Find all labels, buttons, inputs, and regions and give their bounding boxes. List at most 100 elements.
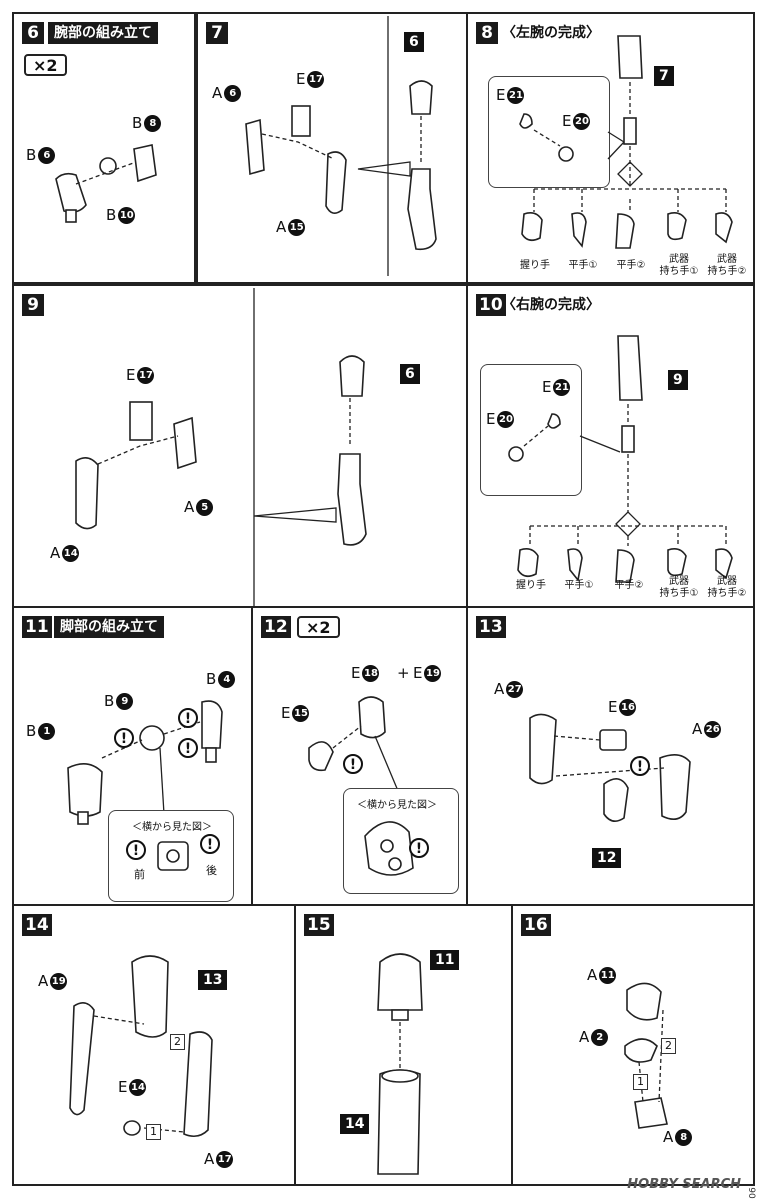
step-reference-callout: 14	[340, 1114, 370, 1134]
step-number: 14	[22, 914, 52, 936]
caution-icon: !	[114, 728, 134, 748]
hand-label-weapon-1: 武器 持ち手①	[659, 254, 699, 277]
page-number: 06	[748, 1187, 759, 1199]
back-label: 後	[206, 864, 217, 877]
order-number-1: 1	[633, 1074, 648, 1090]
order-number-1: 1	[146, 1124, 161, 1140]
side-view-caption: ＜横から見た図＞	[357, 800, 437, 811]
step-reference-callout: 13	[198, 970, 228, 990]
hand-label-open-1: 平手①	[568, 260, 598, 271]
caution-icon: !	[409, 838, 429, 858]
caution-icon: !	[178, 708, 198, 728]
quantity-badge: ×2	[297, 616, 340, 638]
step-number: 11	[22, 616, 52, 638]
caution-icon: !	[200, 834, 220, 854]
side-view-inset	[343, 788, 459, 894]
step-reference-callout: 6	[400, 364, 420, 384]
step-number: 9	[22, 294, 44, 316]
elbow-assembly-illustration	[245, 16, 437, 276]
left-arm-completion-illustration	[519, 35, 733, 249]
right-arm-completion-illustration	[508, 335, 733, 583]
step-reference-callout: 6	[404, 32, 424, 52]
leg-joining-illustration	[377, 953, 423, 1175]
side-view-illustration	[157, 841, 189, 871]
plus-sign: +	[397, 664, 410, 682]
step-number: 15	[304, 914, 334, 936]
step-number: 8	[476, 22, 498, 44]
hand-label-open-1: 平手①	[564, 580, 594, 591]
step-reference-callout: 12	[592, 848, 622, 868]
order-number-2: 2	[661, 1038, 676, 1054]
step-number: 13	[476, 616, 506, 638]
step-title: 〈左腕の完成〉	[502, 25, 600, 41]
step-number: 12	[261, 616, 291, 638]
hand-label-weapon-1: 武器 持ち手①	[659, 576, 699, 599]
knee-assembly-illustration	[308, 696, 402, 799]
side-view-illustration	[364, 821, 414, 876]
step-title: 腕部の組み立て	[48, 22, 158, 44]
caution-icon: !	[126, 840, 146, 860]
caution-icon: !	[343, 754, 363, 774]
caution-icon: !	[630, 756, 650, 776]
step-15-panel: 15 11 14	[294, 904, 513, 1186]
step-number: 16	[521, 914, 551, 936]
leg-completion-illustration	[69, 955, 213, 1138]
caution-icon: !	[178, 738, 198, 758]
right-arm-assembly-illustration	[75, 288, 367, 606]
step-reference-callout: 11	[430, 950, 460, 970]
hand-label-open-2: 平手②	[614, 580, 644, 591]
step-reference-callout: 9	[668, 370, 688, 390]
front-label: 前	[134, 868, 145, 881]
hand-label-open-2: 平手②	[616, 260, 646, 271]
step-number: 10	[476, 294, 506, 316]
arm-assembly-illustration	[55, 144, 157, 223]
quantity-badge: ×2	[24, 54, 67, 76]
watermark-logo: HOBBY SEARCH	[627, 1177, 741, 1192]
step-number: 6	[22, 22, 44, 44]
hand-label-fist: 握り手	[520, 260, 550, 271]
foot-assembly-illustration	[624, 982, 668, 1129]
step-title: 脚部の組み立て	[54, 616, 164, 638]
order-number-2: 2	[170, 1034, 185, 1050]
leg-assembly-illustration	[67, 700, 223, 825]
hand-label-weapon-2: 武器 持ち手②	[707, 254, 747, 277]
hand-label-weapon-2: 武器 持ち手②	[707, 576, 747, 599]
step-number: 7	[206, 22, 228, 44]
step-title: 〈右腕の完成〉	[502, 297, 600, 313]
hand-label-fist: 握り手	[516, 580, 546, 591]
